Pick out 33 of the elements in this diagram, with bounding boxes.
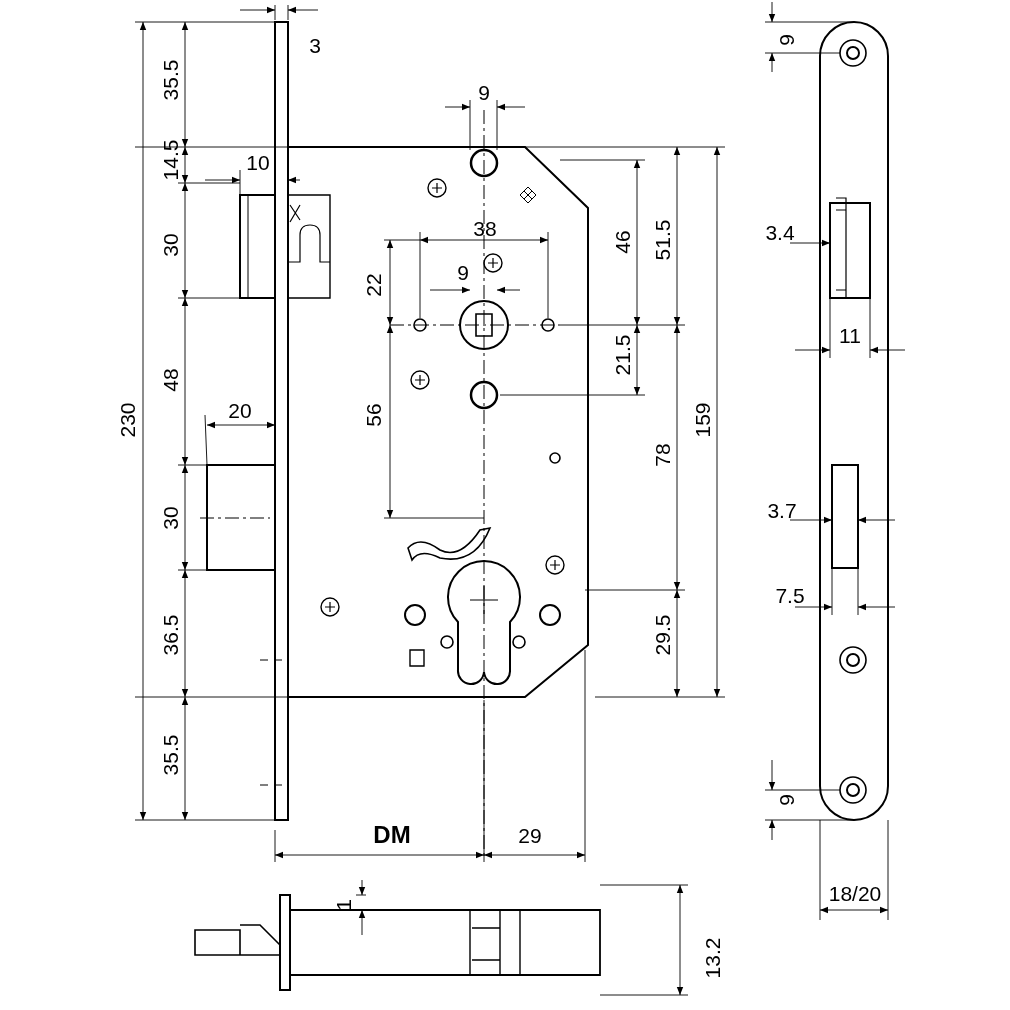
dimension-value: 36.5 (159, 614, 181, 656)
dimension-value: 10 (246, 151, 270, 173)
dimension-value: 11 (839, 324, 861, 346)
dimension-value: 21.5 (611, 334, 633, 376)
dimension-value: 18/20 (828, 882, 882, 904)
dimension-value: 51.5 (651, 219, 673, 261)
dimension-value: 20 (228, 399, 252, 421)
dimension-value: 3 (309, 34, 321, 56)
dimension-value: 230 (116, 402, 138, 438)
dimension-value: 56 (362, 403, 384, 427)
dimension-value: 1 (332, 899, 354, 911)
dimension-value: 159 (691, 402, 713, 438)
dimension-value: 3.7 (767, 499, 797, 521)
dimension-value: 46 (611, 230, 633, 254)
dimension-value: 14.5 (159, 139, 181, 181)
dimension-value: 7.5 (775, 584, 805, 606)
dimension-value: 38 (473, 217, 497, 239)
dimension-value: 29.5 (651, 614, 673, 656)
dimension-variable: DM (373, 823, 411, 847)
dimension-value: 9 (775, 34, 797, 46)
dimension-value: 30 (159, 233, 181, 257)
dimension-value: 9 (775, 794, 797, 806)
dimension-value: 35.5 (159, 734, 181, 776)
dimension-value: 35.5 (159, 59, 181, 101)
dimension-value: 29 (518, 824, 542, 846)
dimension-value: 13.2 (701, 937, 723, 979)
dimension-value: 3.4 (765, 221, 795, 243)
dimension-value: 9 (457, 261, 469, 283)
dimension-value: 9 (478, 81, 490, 103)
dimension-value: 30 (159, 506, 181, 530)
dimension-value: 22 (362, 273, 384, 297)
dimension-value: 48 (159, 368, 181, 392)
dimension-value: 78 (651, 443, 673, 467)
